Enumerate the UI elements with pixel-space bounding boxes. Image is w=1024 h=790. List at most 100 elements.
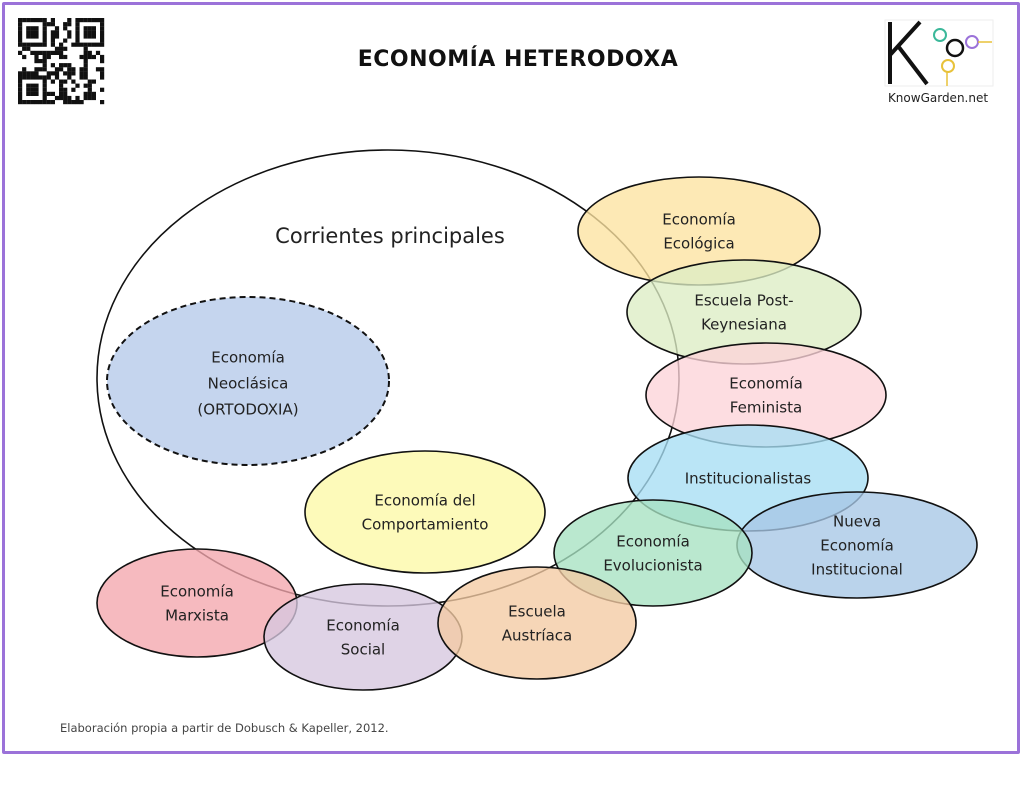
qr-module (30, 18, 35, 23)
school-label: Economía del (374, 491, 475, 509)
qr-module (26, 75, 31, 80)
qr-module (54, 26, 60, 31)
qr-module (18, 75, 23, 80)
qr-module (100, 75, 105, 80)
qr-module (83, 95, 88, 101)
qr-module (42, 34, 47, 39)
qr-module (18, 100, 23, 105)
qr-module (63, 22, 68, 27)
qr-module (42, 26, 47, 31)
qr-module (79, 100, 84, 105)
qr-module (59, 67, 64, 72)
qr-module (42, 63, 47, 68)
qr-module (91, 54, 96, 60)
qr-module (18, 79, 23, 84)
school-label: Economía (820, 536, 894, 554)
school-label: Economía (160, 582, 234, 600)
qr-module (100, 26, 105, 31)
qr-module (71, 100, 76, 105)
qr-module (71, 42, 76, 47)
qr-module (79, 67, 84, 72)
qr-module (42, 75, 47, 80)
qr-module (83, 26, 88, 31)
qr-module (59, 54, 64, 60)
qr-module (42, 87, 47, 92)
qr-module (22, 71, 27, 76)
qr-module (63, 91, 68, 96)
qr-module (59, 42, 64, 47)
qr-module (30, 42, 35, 47)
qr-module (71, 71, 76, 76)
qr-module (26, 30, 31, 35)
qr-module (46, 100, 51, 105)
qr-module (87, 87, 92, 92)
qr-module (91, 79, 96, 84)
qr-module (83, 75, 88, 80)
qr-module (83, 63, 88, 68)
qr-module (67, 22, 72, 27)
ellipse-evolucionista (553, 499, 753, 607)
qr-module (83, 42, 88, 47)
qr-module (79, 42, 84, 47)
qr-module (79, 18, 84, 23)
knowgarden-logo: KnowGarden.net (884, 19, 994, 105)
qr-module (87, 91, 92, 96)
qr-module (34, 34, 39, 39)
ellipse-austriaca (437, 566, 637, 680)
qr-module (34, 71, 39, 76)
qr-module (22, 100, 27, 105)
qr-module (67, 71, 72, 76)
school-label: Nueva (833, 512, 881, 530)
qr-module (30, 26, 35, 31)
qr-module (42, 67, 47, 72)
ellipse-comportamiento (304, 450, 546, 574)
qr-module (100, 54, 105, 60)
qr-module (54, 71, 60, 76)
qr-module (18, 95, 23, 101)
qr-module (95, 42, 101, 47)
source-credit: Elaboración propia a partir de Dobusch &… (60, 721, 389, 735)
qr-module (59, 63, 64, 68)
qr-module (34, 83, 39, 88)
qr-module (100, 34, 105, 39)
qr-module (100, 87, 105, 92)
qr-module (26, 26, 31, 31)
page-border (2, 2, 1020, 754)
qr-module (87, 95, 92, 101)
qr-module (83, 30, 88, 35)
school-label: Neoclásica (208, 374, 289, 392)
qr-module (67, 63, 72, 68)
qr-module (30, 91, 35, 96)
qr-module (46, 91, 51, 96)
school-label: Comportamiento (362, 515, 489, 533)
qr-module (18, 18, 23, 23)
qr-module (18, 34, 23, 39)
qr-module (71, 79, 76, 84)
qr-module (18, 38, 23, 43)
qr-module (59, 91, 64, 96)
qr-module (34, 87, 39, 92)
logo-o-letter-icon (945, 38, 965, 58)
qr-module (91, 42, 96, 47)
qr-module (34, 75, 39, 80)
qr-module (22, 75, 27, 80)
qr-module (95, 67, 101, 72)
qr-module (18, 87, 23, 92)
qr-module (54, 50, 60, 55)
qr-module (100, 59, 105, 64)
qr-module (54, 95, 60, 101)
qr-module (59, 95, 64, 101)
qr-module (71, 87, 76, 92)
qr-module (30, 71, 35, 76)
qr-module (22, 42, 27, 47)
qr-module (75, 95, 80, 101)
qr-module (87, 54, 92, 60)
qr-module (30, 30, 35, 35)
page-title: ECONOMÍA HETERODOXA (358, 46, 679, 72)
qr-module (26, 34, 31, 39)
qr-module (22, 67, 27, 72)
qr-module (87, 83, 92, 88)
